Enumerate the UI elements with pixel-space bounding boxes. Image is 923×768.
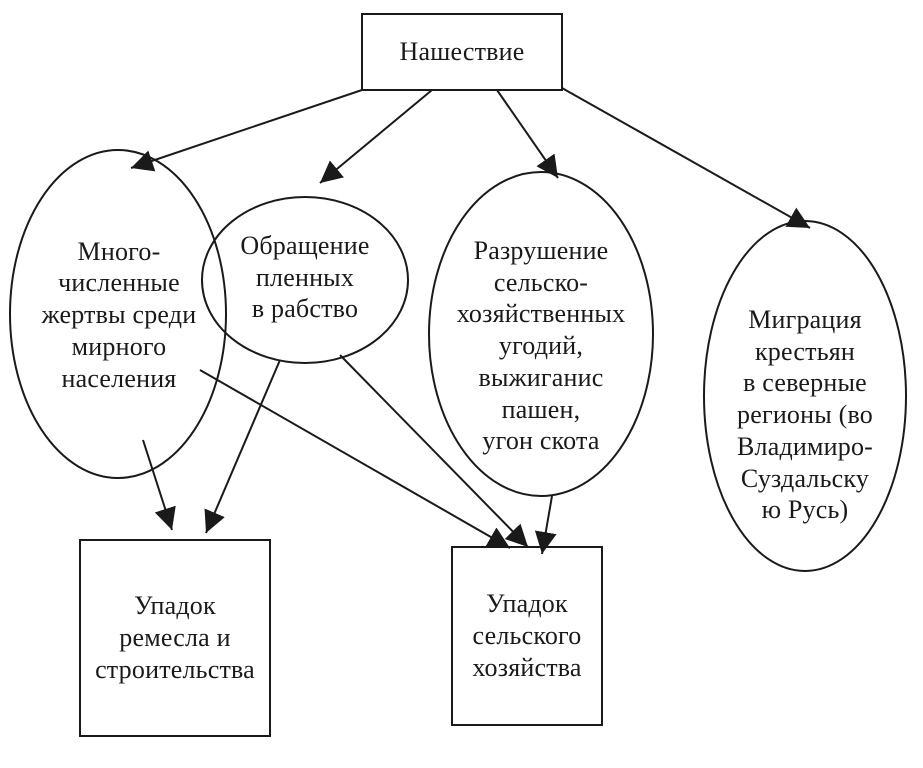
arrow-invasion-to-casualties [130, 89, 363, 172]
agri-decline-label: Упадок сельского хозяйства [472, 589, 582, 682]
slavery-ellipse [201, 196, 409, 364]
arrow-slavery-to-agri-decline [339, 354, 529, 548]
invasion-box [361, 13, 563, 91]
arrow-destruction-to-agri-decline [534, 495, 557, 555]
arrow-slavery-to-craft-decline [204, 359, 281, 534]
arrow-invasion-to-destruction [496, 89, 559, 179]
craft-decline-box [79, 539, 271, 737]
arrow-invasion-to-migration [561, 87, 811, 229]
craft-decline-label: Упадок ремесла и строительства [95, 591, 255, 684]
arrow-casualties-to-agri-decline [199, 369, 511, 549]
slavery-label: Обращение пленных в рабство [240, 230, 370, 324]
destruction-label: Разрушение сельско- хозяйственных угодий… [456, 235, 626, 456]
casualties-label: Много- численные жертвы среди мирного на… [41, 236, 197, 393]
arrow-invasion-to-slavery [319, 89, 433, 184]
casualties-ellipse [9, 149, 227, 479]
migration-label: Миграция крестьян в северные регионы (во… [736, 304, 874, 525]
invasion-label: Нашествие [399, 37, 525, 67]
arrow-casualties-to-craft-decline [142, 439, 176, 531]
